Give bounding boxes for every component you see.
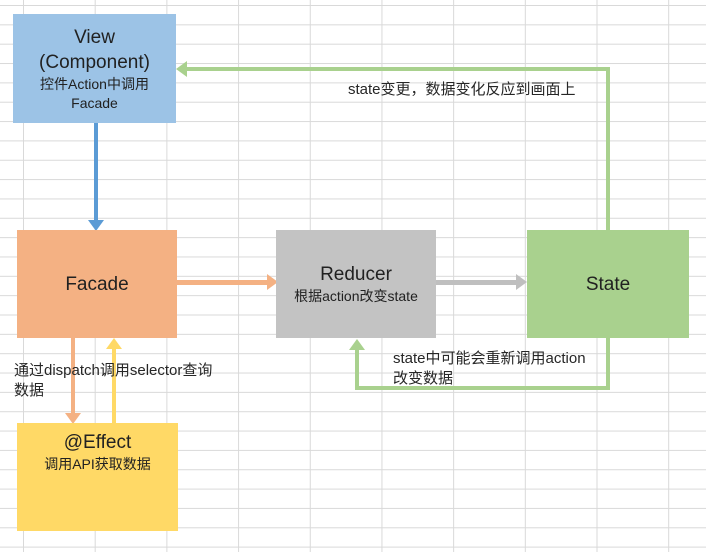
view-to-facade-arrowhead-icon [88,220,104,231]
facade-to-reducer-arrowhead-icon [267,274,278,290]
view-to-facade-arrow-line[interactable] [94,123,98,222]
state-to-reducer-label-line2: 改变数据 [393,370,454,387]
effect-node-note: 调用API获取数据 [44,456,151,472]
state-node[interactable]: State [527,230,689,338]
state-to-view-arrowhead-icon [176,61,187,77]
facade-to-effect-label-line2: 数据 [14,382,45,399]
view-node-title: View [74,26,115,48]
view-node-note-line2: Facade [71,94,118,111]
state-to-reducer-label-line1: state中可能会重新调用action [393,350,586,367]
facade-to-effect-label[interactable]: 通过dispatch调用selector查询 数据 [14,361,212,401]
facade-node[interactable]: Facade [17,230,177,338]
state-to-reducer-arrow-horizontal-line[interactable] [355,386,610,390]
state-to-reducer-arrowhead-icon [349,339,365,350]
view-node-subtitle: (Component) [39,51,150,73]
reducer-to-state-arrow-line[interactable] [436,280,518,285]
effect-node-title: @Effect [63,432,132,453]
view-component-node[interactable]: View (Component) 控件Action中调用 Facade [13,14,176,123]
facade-to-effect-label-line1: 通过dispatch调用selector查询 [14,362,213,379]
state-to-reducer-arrow-left-line[interactable] [355,349,359,390]
effect-node[interactable]: @Effect 调用API获取数据 [17,423,178,531]
facade-to-effect-arrow-line[interactable] [71,338,75,415]
facade-to-reducer-arrow-line[interactable] [177,280,269,285]
reducer-to-state-arrowhead-icon [516,274,527,290]
reducer-node-title: Reducer [320,264,392,285]
facade-to-effect-arrowhead-icon [65,413,81,424]
facade-node-title: Facade [65,273,129,295]
state-node-title: State [585,273,631,295]
state-to-view-arrow-vertical-line[interactable] [606,67,610,230]
reducer-node[interactable]: Reducer 根据action改变state [276,230,436,338]
state-to-reducer-label[interactable]: state中可能会重新调用action 改变数据 [393,349,586,389]
view-node-note-line1: 控件Action中调用 [40,75,149,92]
state-to-reducer-arrow-right-line[interactable] [606,338,610,390]
reducer-node-note: 根据action改变state [294,288,418,304]
state-to-view-arrow-horizontal-line[interactable] [185,67,610,71]
state-to-view-label[interactable]: state变更，数据变化反应到画面上 [348,81,576,98]
effect-to-facade-arrowhead-icon [106,338,122,349]
effect-to-facade-arrow-line[interactable] [112,348,116,423]
